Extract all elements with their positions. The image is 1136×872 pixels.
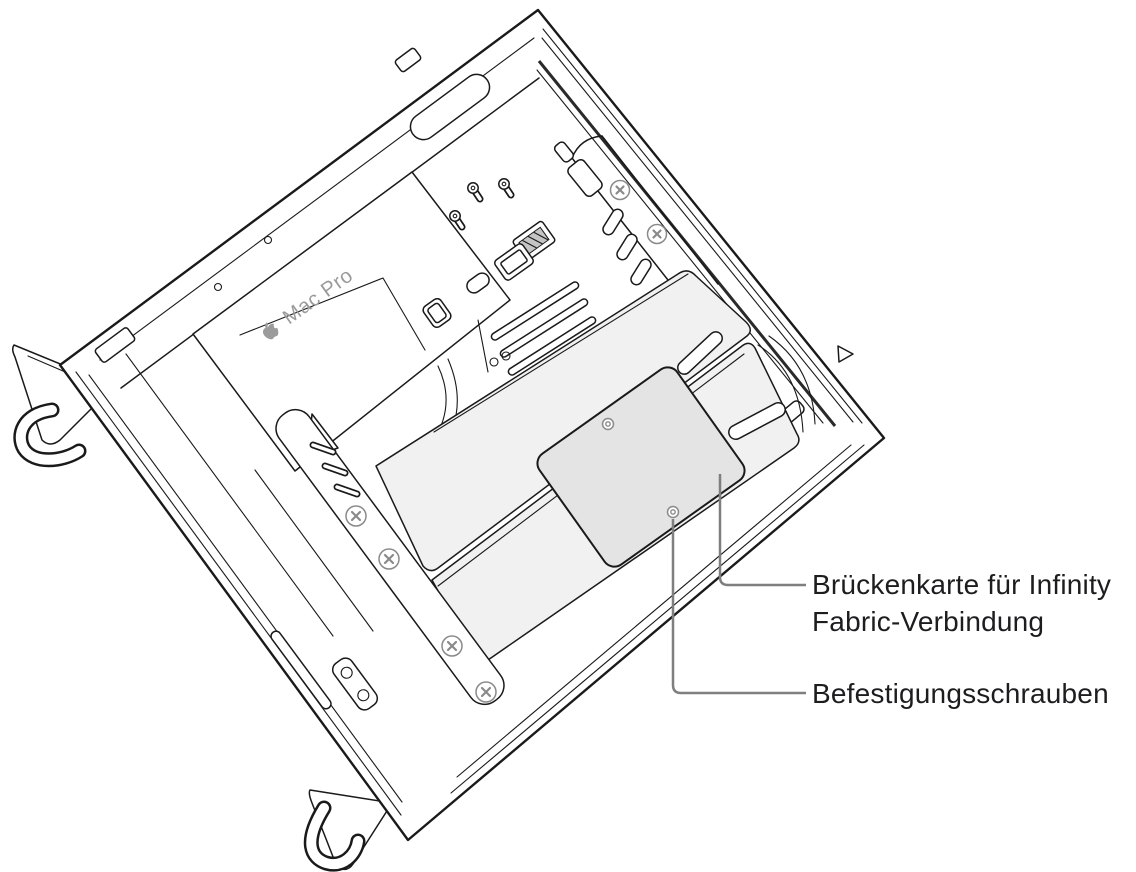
center-rail: [275, 408, 505, 706]
logic-board: [422, 178, 597, 376]
callout-label-line1: Brückenkarte für Infinity: [812, 569, 1112, 600]
handle-front: [11, 344, 115, 468]
apple-logo-icon: [262, 322, 279, 340]
callout-label-line1: Befestigungsschrauben: [812, 678, 1109, 709]
module-handle-slot: [677, 331, 723, 375]
rail-screw: [378, 548, 400, 570]
mpx-module-1: [375, 270, 751, 572]
rail-screw: [441, 635, 463, 657]
pcie-bracket: [553, 135, 719, 309]
slide-bar: [270, 630, 332, 710]
io-ports: [422, 220, 556, 329]
rail-screw: [345, 505, 367, 527]
bay-latch: [757, 335, 854, 433]
pcie-slots: [490, 281, 597, 376]
foot-rear: [303, 789, 393, 872]
bracket-screw: [609, 179, 631, 201]
handle-strap: [94, 327, 136, 363]
callout-label-line2: Fabric-Verbindung: [812, 606, 1045, 637]
bracket-screw: [646, 223, 668, 245]
module-handle-slot: [728, 401, 786, 441]
callout-line-screws: [671, 519, 806, 695]
handle-slot: [409, 73, 491, 141]
callout-line-bridge-card: [718, 474, 806, 587]
bottom-left-rim: [75, 371, 403, 816]
bridge-screw: [666, 505, 680, 519]
front-interior: [125, 353, 379, 711]
callout-label-screws: Befestigungsschrauben: [812, 675, 1109, 712]
rail-screw: [475, 681, 497, 703]
callout-label-bridge-card: Brückenkarte für Infinity Fabric-Verbind…: [812, 566, 1111, 640]
standoff-pin: [449, 178, 515, 231]
psu-cover: Mac Pro: [192, 171, 511, 472]
bridge-screw: [601, 417, 615, 431]
hinge-block: [567, 159, 603, 197]
bridge-card: [536, 366, 746, 568]
lock-bracket: [331, 657, 379, 711]
